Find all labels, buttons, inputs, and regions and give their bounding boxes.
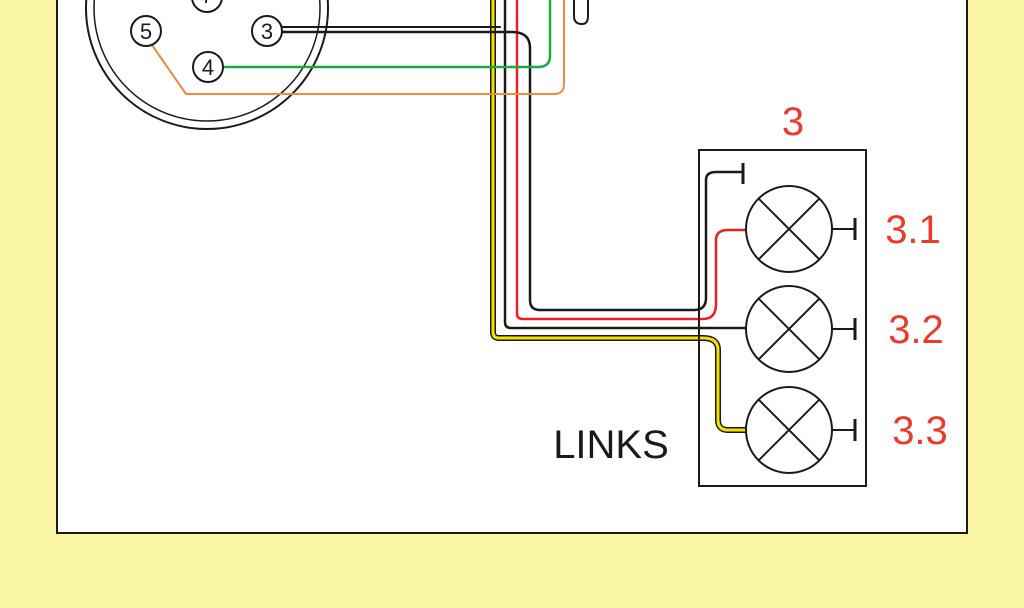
wire-black-lamp-3-2 (503, 0, 750, 330)
pin-3: 3 (251, 15, 283, 47)
lamp-label: 3.3 (892, 409, 948, 453)
pin-5: 5 (130, 15, 162, 47)
drawing-panel (56, 0, 968, 534)
wire-loop-top (573, 0, 589, 25)
lamp-group: 3 LINKS (553, 100, 867, 487)
wire-yellow (491, 0, 750, 432)
wires (151, 0, 751, 433)
pin-4-label: 4 (202, 55, 214, 80)
lamp-3-2: 3.2 (745, 285, 944, 373)
lamp-group-number: 3 (782, 100, 804, 144)
wire-orange (151, 0, 565, 95)
pin-7: 7 (191, 0, 223, 13)
connector-inner-ring (93, 0, 321, 122)
pin-5-label: 5 (140, 19, 152, 44)
connector-plug (85, 0, 329, 130)
lamp-label: 3.2 (888, 308, 944, 352)
wire-green (223, 0, 552, 69)
connector-outer-ring (85, 0, 329, 130)
connector-pins: 7 5 3 4 (130, 0, 283, 83)
lamps: 3.1 3.2 3.3 (745, 185, 948, 474)
wire-black-pin3 (275, 30, 745, 312)
lamp-group-side-label: LINKS (553, 423, 669, 467)
lamp-3-3: 3.3 (745, 386, 948, 474)
pin-3-label: 3 (261, 19, 273, 44)
wire-red (515, 0, 750, 321)
lamp-3-1: 3.1 (745, 185, 941, 273)
lamp-label: 3.1 (885, 208, 941, 252)
pin-7-label: 7 (201, 0, 212, 8)
lamp-group-box (698, 149, 867, 487)
pin-4: 4 (192, 51, 224, 83)
